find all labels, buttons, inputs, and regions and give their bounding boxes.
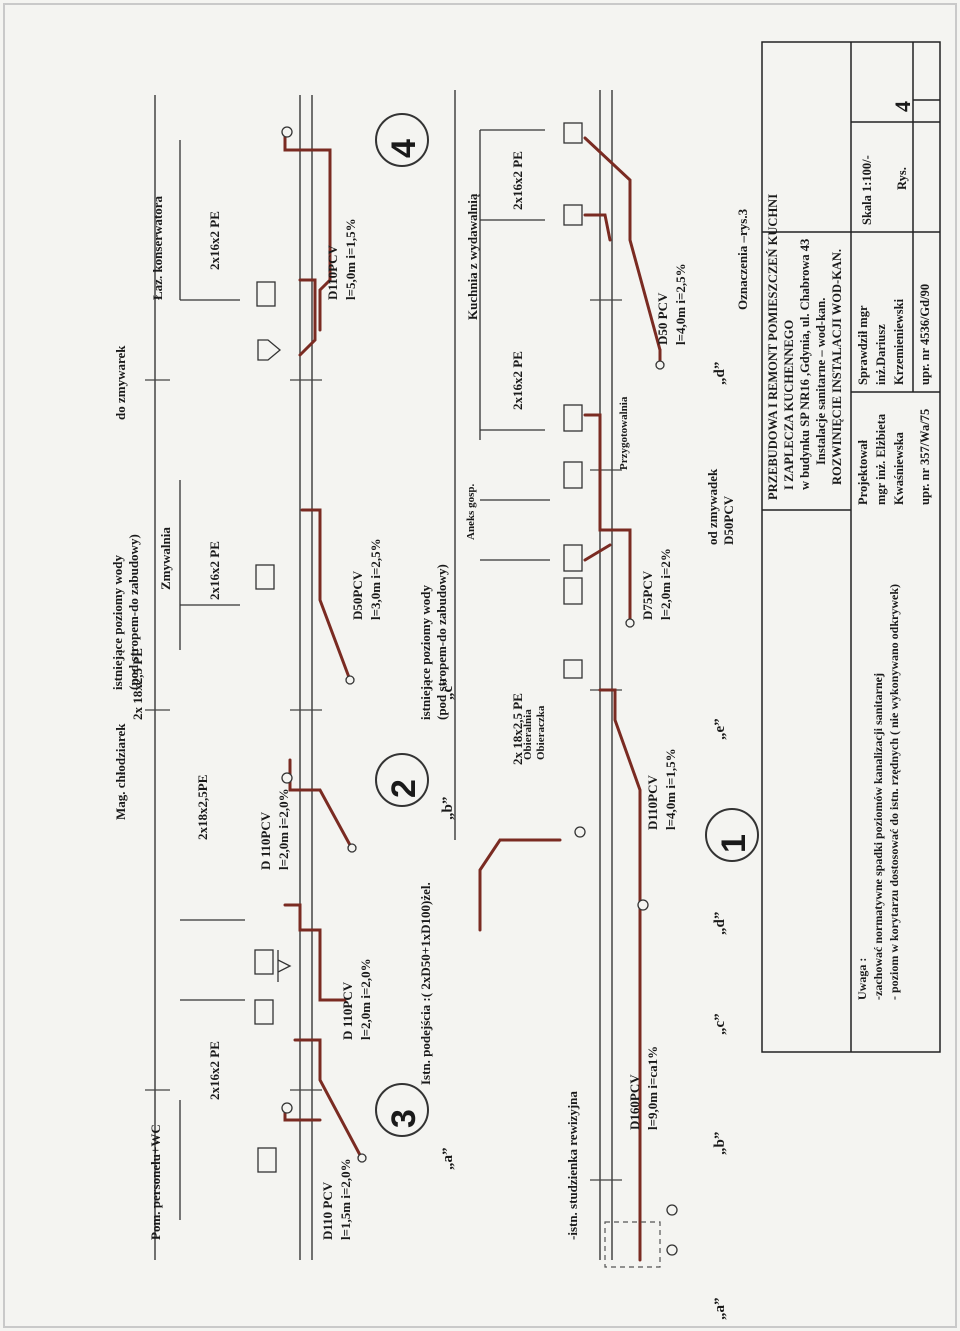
checker-license: upr. nr 4536/Gd/90	[918, 283, 932, 385]
label-d110-d: D110PCV	[325, 245, 340, 300]
designer-name-1: mgr inż. Elżbieta	[874, 413, 888, 505]
label-pe-18-2-5: 2x 18x2,5 PE	[130, 648, 145, 720]
cleanouts-middle	[574, 360, 678, 1256]
sheet-border	[3, 3, 957, 1328]
label-room-obieraczka: Obieraczka	[535, 705, 547, 760]
checker-label: Sprawdził mgr	[856, 305, 870, 385]
label-d50-a2: l=3,0m i=2,5%	[368, 538, 383, 620]
designer-label: Projektował	[856, 439, 870, 505]
label-d110-e: D110PCV	[645, 775, 660, 830]
label-d110-b2: l=1,5m i=2,0%	[338, 1158, 353, 1240]
label-from-sinks-pipe: D50PCV	[721, 495, 736, 545]
sewer-middle	[478, 136, 662, 1262]
fixtures-middle	[563, 122, 583, 679]
title-line-3: w budynku SP NR16 ,Gdynia, ul. Chabrowa …	[798, 238, 812, 490]
checker-name-2: Krzemieniewski	[892, 298, 906, 385]
designer-license: upr. nr 357/Wa/75	[918, 408, 932, 505]
label-d110-slope-a: D 110PCV	[258, 811, 273, 870]
marker-b-mid: „b”	[712, 1131, 728, 1155]
marker-b-left: „b”	[440, 796, 456, 820]
label-pe-16-right: 2x16x2 PE	[207, 211, 222, 270]
label-pe-18-left: 2x18x2,5PE	[195, 774, 210, 840]
label-d110-slope-a2: l=2,0m i=2,0%	[276, 788, 291, 870]
label-pe-16-mid-b: 2x16x2 PE	[510, 351, 525, 410]
legend-caption: Oznaczenia –rys.3	[735, 208, 750, 310]
cleanouts-left	[281, 126, 367, 1163]
inspection-chamber	[604, 1221, 661, 1268]
label-d160: D160PCV	[627, 1074, 642, 1130]
label-room-kitchen: Kuchnia z wydawalnią	[465, 193, 480, 320]
label-revision-well: -istn. studzienka rewizyjna	[565, 1091, 580, 1240]
section-circles	[375, 113, 759, 1137]
designer-name-2: Kwaśniewska	[892, 432, 906, 505]
label-room-fridges: Mag. chłodziarek	[113, 723, 128, 820]
label-d50-a: D50PCV	[350, 570, 365, 620]
label-pe-16-mid-a: 2x16x2 PE	[510, 151, 525, 210]
label-room-obieralnia: Obieralnia	[522, 709, 534, 760]
marker-d-right: „d”	[712, 361, 728, 385]
fixtures-left	[254, 281, 292, 1173]
label-room-to-sinks: do zmywarek	[113, 345, 128, 420]
label-under-ceiling-mid: (pod stropem-do zabudowy)	[434, 564, 449, 720]
circle-1: 1	[715, 834, 753, 853]
title-line-5: ROZWINIĘCIE INSTALACJI WOD-KAN.	[830, 248, 844, 485]
label-connections: Istn. podejścia :( 2xD50+1xD100)żel.	[418, 882, 433, 1085]
band-left-partitions	[145, 379, 322, 1091]
marker-c-mid: „c”	[712, 1013, 728, 1035]
circle-4: 4	[385, 139, 423, 158]
scale-label: Skala 1:100/-	[860, 155, 874, 225]
label-room-dishwash: Zmywalnia	[158, 527, 173, 590]
label-pe-16-left: 2x16x2 PE	[207, 1041, 222, 1100]
label-room-staff: Pom. personelu+WC	[148, 1124, 163, 1240]
label-room-przygotowalnia: Przygotowalnia	[618, 396, 630, 470]
label-room-preserver: Łaz. konserwatora	[150, 196, 165, 300]
label-d110-d2: l=5,0m i=1,5%	[343, 218, 358, 300]
drawing-number: 4	[890, 101, 915, 112]
band-middle-lines	[454, 90, 613, 1260]
checker-name-1: inż.Dariusz	[874, 324, 888, 385]
water-supply-left	[179, 140, 245, 1220]
label-existing-water: istniejące poziomy wody	[110, 554, 125, 690]
label-d110-c2: l=2,0m i=2,0%	[358, 958, 373, 1040]
label-d110-e2: l=4,0m i=1,5%	[663, 748, 678, 830]
label-existing-water-mid: istniejące poziomy wody	[418, 584, 433, 720]
circle-2: 2	[385, 779, 423, 798]
marker-a-mid: „a”	[712, 1297, 728, 1321]
label-pe-16-mid: 2x16x2 PE	[207, 541, 222, 600]
label-d50-b: D50 PCV	[655, 292, 670, 345]
label-d110-b: D110 PCV	[320, 1181, 335, 1240]
label-d110-c: D 110PCV	[340, 981, 355, 1040]
label-d160-2: l=9,0m i=ca1%	[645, 1045, 660, 1130]
label-d50-b2: l=4,0m i=2,5%	[673, 263, 688, 345]
note-line-1: -zachować normatywne spadki poziomów kan…	[871, 673, 885, 1000]
title-line-1: PRZEBUDOWA I REMONT POMIESZCZEŃ KUCHNI	[766, 193, 780, 500]
title-block	[761, 41, 941, 1053]
label-d75-2: l=2,0m i=2%	[658, 548, 673, 620]
note-line-2: - poziom w korytarzu dostosować do istn.…	[887, 583, 901, 1000]
note-heading: Uwaga :	[855, 957, 869, 1000]
marker-e: „e”	[712, 718, 728, 740]
marker-d-mid: „d”	[712, 911, 728, 935]
title-line-4: Instalacje sanitarne – wod-kan.	[814, 297, 828, 465]
water-supply-middle	[479, 129, 550, 561]
circle-3: 3	[385, 1109, 423, 1128]
label-room-aneks: Aneks gosp.	[465, 483, 477, 540]
label-d75: D75PCV	[640, 570, 655, 620]
marker-a-left: „a”	[440, 1147, 456, 1171]
band-left-lines	[154, 95, 313, 1260]
drawing-no-label: Rys.	[895, 167, 909, 190]
label-from-sinks: od zmywadek	[705, 468, 720, 545]
title-line-2: I ZAPLECZA KUCHENNEGO	[782, 319, 796, 490]
